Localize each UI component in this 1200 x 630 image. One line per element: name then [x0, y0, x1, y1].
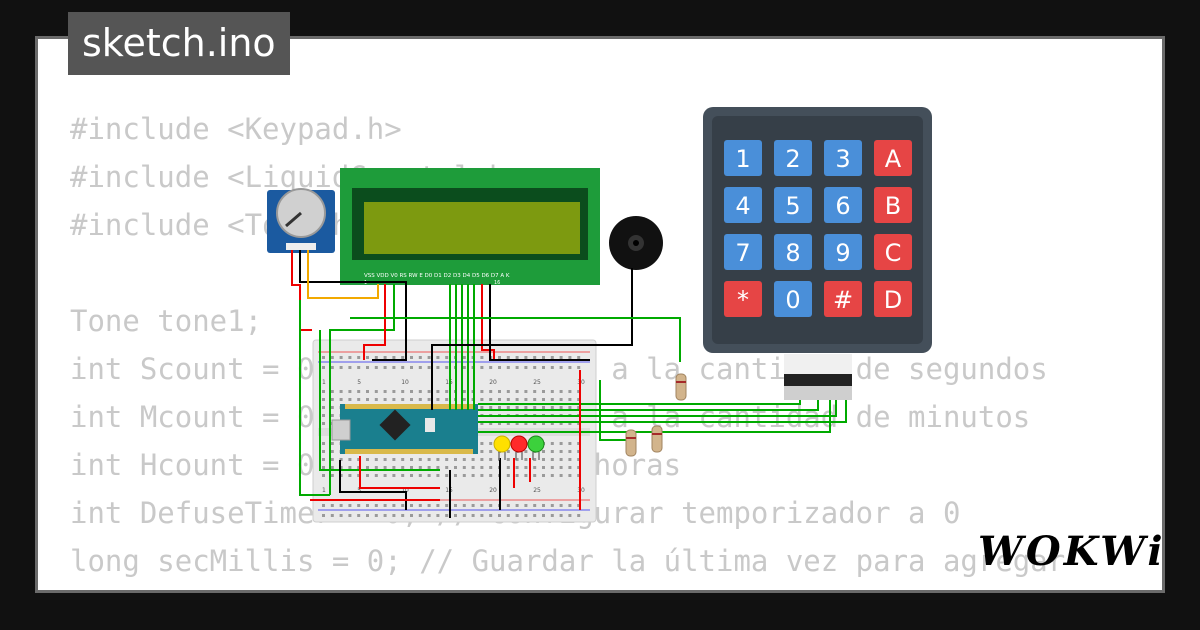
keypad-key[interactable]: 8 — [774, 234, 812, 270]
keypad-key-label: 5 — [785, 192, 800, 220]
breadboard-column-label: 10 — [401, 487, 409, 494]
code-line: Tone tone1; — [70, 304, 263, 338]
lcd-pin-end: 16 — [494, 280, 500, 286]
keypad-key-label: B — [885, 192, 901, 220]
keypad-key-label: 8 — [785, 239, 800, 267]
potentiometer — [267, 188, 335, 253]
keypad: 1 2 3 A 4 5 6 B 7 8 9 C * 0 # D — [703, 107, 932, 400]
breadboard-column-label: 1 — [322, 487, 326, 494]
keypad-key-label: 1 — [735, 145, 750, 173]
breadboard-column-label: 25 — [533, 487, 541, 494]
keypad-key-label: 4 — [735, 192, 750, 220]
wokwi-logo: WOKWi — [978, 528, 1166, 575]
breadboard-column-label: 20 — [489, 487, 497, 494]
breadboard-column-label: 20 — [489, 379, 497, 386]
keypad-key-label: C — [885, 239, 902, 267]
keypad-key-label: 6 — [835, 192, 850, 220]
keypad-key-label: 7 — [735, 239, 750, 267]
leds — [493, 435, 545, 460]
background-card: #include <Keypad.h>#include <LiquidCryst… — [35, 36, 1165, 593]
keypad-key-label: * — [737, 286, 749, 314]
keypad-key[interactable]: * — [724, 281, 762, 317]
code-line: #include <Keypad.h> — [70, 112, 402, 146]
breadboard-column-label: 5 — [357, 487, 361, 494]
keypad-key[interactable]: 0 — [774, 281, 812, 317]
lcd-display: VSS VDD V0 RS RW E D0 D1 D2 D3 D4 D5 D6 … — [340, 168, 600, 286]
breadboard-column-label: 10 — [401, 379, 409, 386]
keypad-key[interactable]: # — [824, 281, 862, 317]
breadboard-column-label: 30 — [577, 487, 585, 494]
keypad-key[interactable]: 3 — [824, 140, 862, 176]
keypad-key[interactable]: 1 — [724, 140, 762, 176]
breadboard-column-label: 25 — [533, 379, 541, 386]
breadboard-column-label: 30 — [577, 379, 585, 386]
keypad-key[interactable]: 5 — [774, 187, 812, 223]
keypad-key[interactable]: D — [874, 281, 912, 317]
code-line: long secMillis = 0; // Guardar la última… — [70, 544, 1066, 578]
keypad-key-label: 9 — [835, 239, 850, 267]
keypad-key[interactable]: C — [874, 234, 912, 270]
keypad-key[interactable]: B — [874, 187, 912, 223]
wires — [291, 250, 847, 518]
keypad-key[interactable]: 4 — [724, 187, 762, 223]
keypad-key[interactable]: 6 — [824, 187, 862, 223]
keypad-key-label: D — [884, 286, 902, 314]
keypad-key-label: A — [885, 145, 902, 173]
arduino-nano — [331, 404, 478, 454]
keypad-key[interactable]: 7 — [724, 234, 762, 270]
code-preview: #include <Keypad.h>#include <LiquidCryst… — [70, 105, 1066, 590]
keypad-key[interactable]: A — [874, 140, 912, 176]
keypad-key-label: 3 — [835, 145, 850, 173]
buzzer — [609, 216, 663, 270]
breadboard-column-label: 1 — [322, 379, 326, 386]
keypad-key[interactable]: 9 — [824, 234, 862, 270]
breadboard-column-label: 5 — [357, 379, 361, 386]
resistors — [625, 373, 687, 457]
keypad-key-label: 2 — [785, 145, 800, 173]
keypad-key-label: # — [833, 286, 853, 314]
file-title: sketch.ino — [68, 12, 290, 75]
keypad-key-label: 0 — [785, 286, 800, 314]
lcd-pin-labels: VSS VDD V0 RS RW E D0 D1 D2 D3 D4 D5 D6 … — [364, 273, 510, 279]
keypad-key[interactable]: 2 — [774, 140, 812, 176]
